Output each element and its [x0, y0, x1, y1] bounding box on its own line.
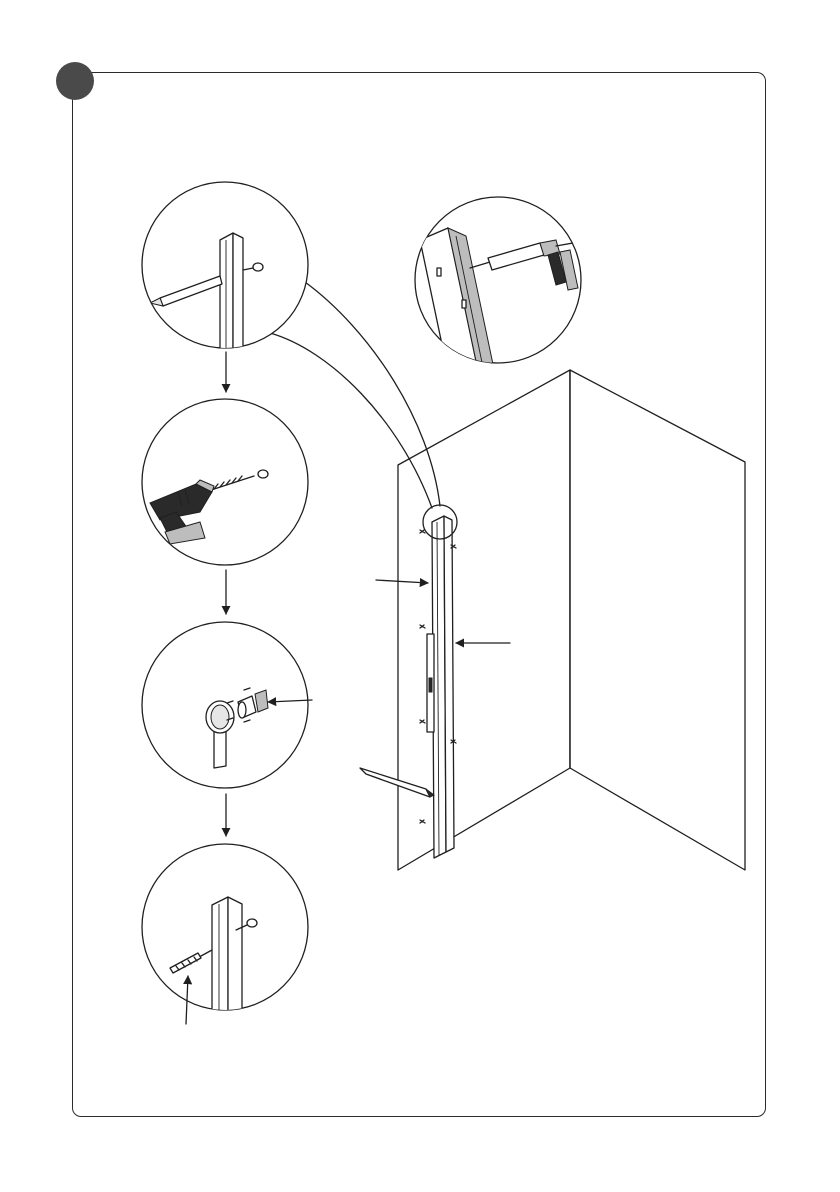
detail-wall-plug [142, 622, 308, 788]
detail-silicone [415, 197, 599, 392]
detail-mark-hole [142, 182, 308, 357]
detail-drill-hole [142, 399, 308, 565]
detail-fix-screw [142, 844, 308, 1015]
